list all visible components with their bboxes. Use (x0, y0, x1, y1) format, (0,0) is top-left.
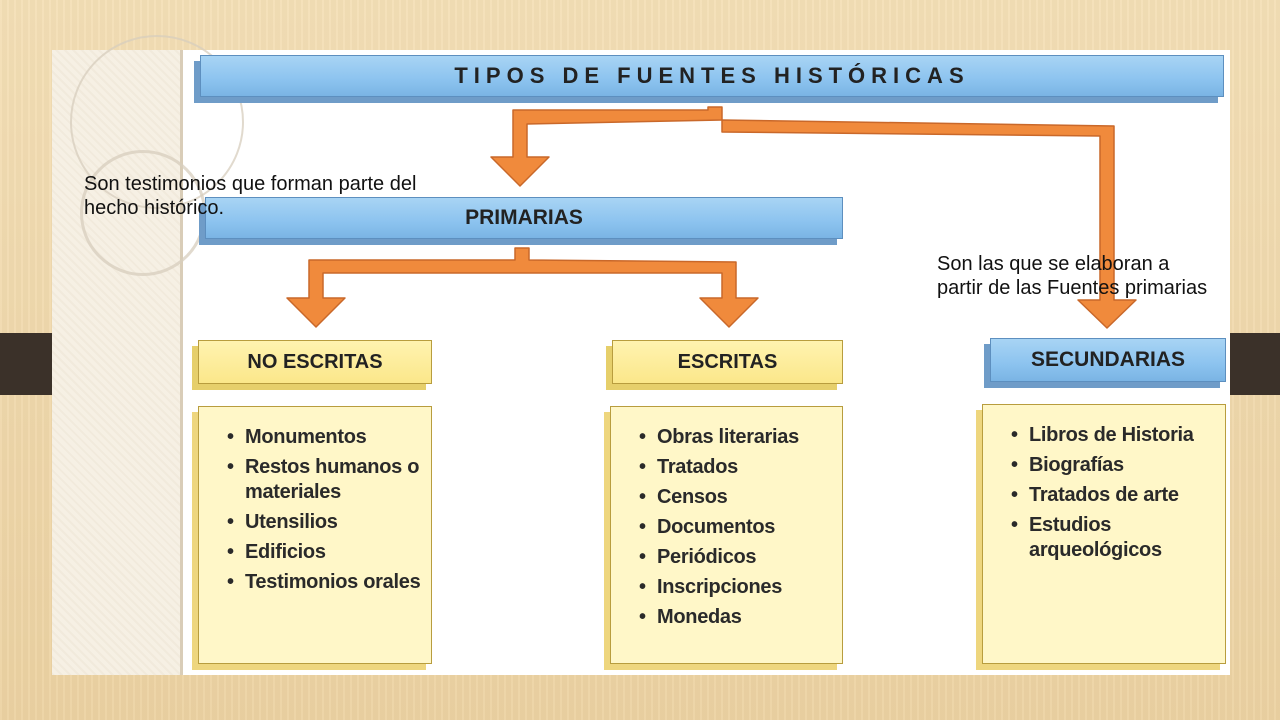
no-escritas-node: NO ESCRITAS (198, 340, 432, 384)
escritas-label: ESCRITAS (677, 350, 778, 373)
list-item: Censos (639, 485, 799, 510)
list-item: Periódicos (639, 545, 799, 570)
diagram-title-text: TIPOS DE FUENTES HISTÓRICAS (454, 63, 970, 88)
list-item: Libros de Historia (1011, 423, 1215, 448)
list-item: Obras literarias (639, 425, 799, 450)
list-item: Utensilios (227, 510, 421, 535)
escritas-list: Obras literarias Tratados Censos Documen… (610, 406, 843, 664)
background-band-right (1230, 333, 1280, 395)
arrow-title-to-secundarias (721, 119, 1137, 329)
list-item: Restos humanos o materiales (227, 455, 421, 505)
list-item: Tratados de arte (1011, 483, 1215, 508)
list-item: Monumentos (227, 425, 421, 450)
list-item: Edificios (227, 540, 421, 565)
list-item: Tratados (639, 455, 799, 480)
primarias-node: PRIMARIAS (205, 197, 843, 239)
list-item: Monedas (639, 605, 799, 630)
no-escritas-label: NO ESCRITAS (247, 350, 383, 373)
escritas-node: ESCRITAS (612, 340, 843, 384)
list-item: Inscripciones (639, 575, 799, 600)
arrow-title-to-primarias (490, 106, 723, 187)
no-escritas-list: Monumentos Restos humanos o materiales U… (198, 406, 432, 664)
background-band-left (0, 333, 52, 395)
primarias-description: Son testimonios que forman parte del hec… (84, 173, 417, 219)
decorative-circle (80, 150, 206, 276)
list-item: Biografías (1011, 453, 1215, 478)
secundarias-description: Son las que se elaboran a partir de las … (937, 253, 1208, 299)
diagram-title: TIPOS DE FUENTES HISTÓRICAS (200, 55, 1224, 97)
secundarias-label: SECUNDARIAS (1030, 348, 1185, 371)
list-item: Documentos (639, 515, 799, 540)
secundarias-node: SECUNDARIAS (990, 338, 1226, 382)
primarias-label: PRIMARIAS (465, 206, 583, 229)
secundarias-list: Libros de Historia Biografías Tratados d… (982, 404, 1226, 664)
arrow-primarias-split (286, 247, 759, 328)
list-item: Testimonios orales (227, 570, 421, 595)
list-item: Estudios arqueológicos (1011, 513, 1215, 563)
